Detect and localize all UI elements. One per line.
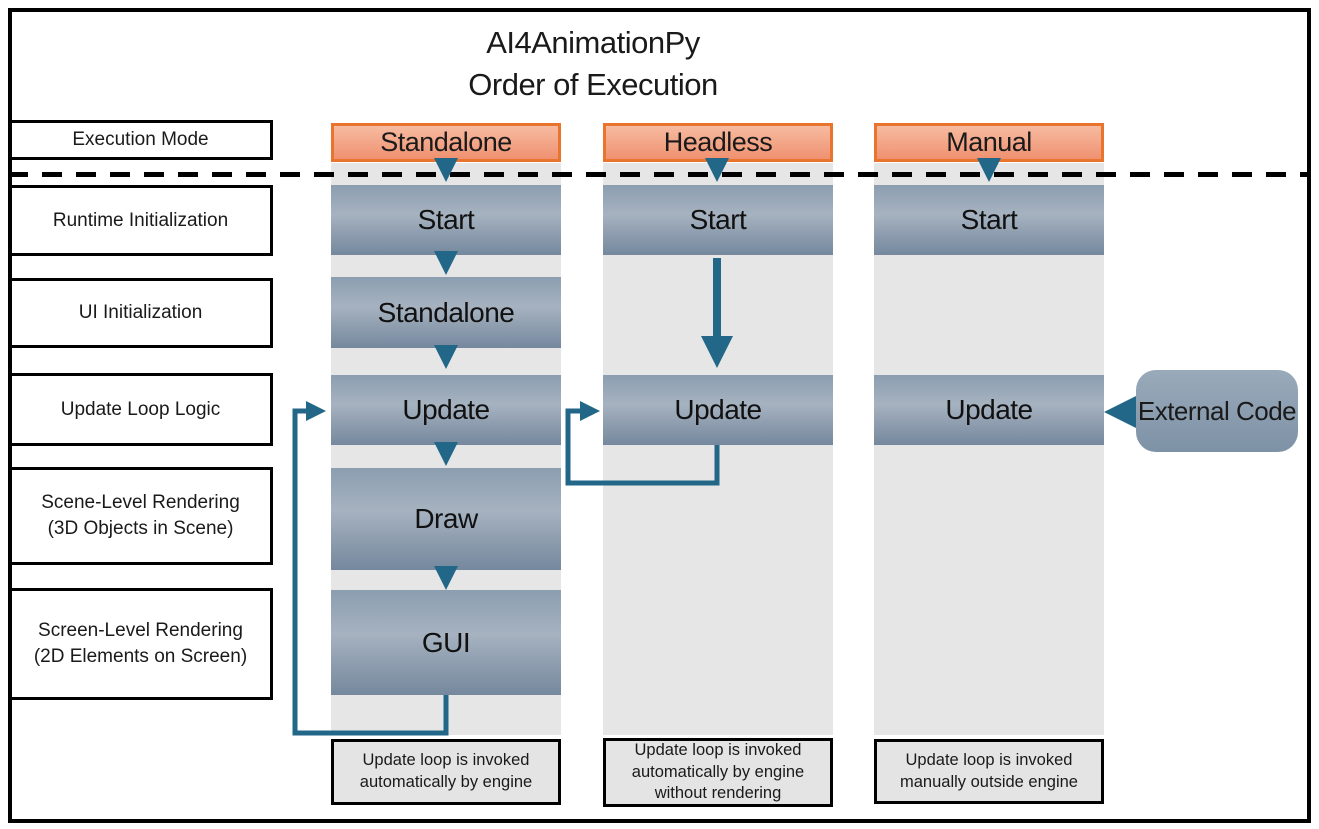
note-headless: Update loop is invoked automatically by … <box>603 738 833 807</box>
lane-manual <box>874 163 1104 735</box>
node-manual-update: Update <box>874 375 1104 445</box>
external-code-box: External Code <box>1136 370 1298 452</box>
node-headless-update: Update <box>603 375 833 445</box>
note-manual: Update loop is invoked manually outside … <box>874 739 1104 804</box>
row-label-update-loop-logic: Update Loop Logic <box>8 373 273 446</box>
node-headless-start: Start <box>603 185 833 255</box>
title-line-2: Order of Execution <box>468 67 718 102</box>
note-standalone: Update loop is invoked automatically by … <box>331 739 561 805</box>
node-standalone-update: Update <box>331 375 561 445</box>
execution-boundary-dashed-line <box>8 172 1311 177</box>
row-label-scene-level-rendering: Scene-Level Rendering (3D Objects in Sce… <box>8 467 273 565</box>
node-standalone-standalone: Standalone <box>331 277 561 348</box>
header-standalone: Standalone <box>331 123 561 162</box>
diagram-title: AI4AnimationPy Order of Execution <box>0 22 1186 106</box>
row-label-runtime-initialization: Runtime Initialization <box>8 185 273 256</box>
row-label-ui-initialization: UI Initialization <box>8 278 273 348</box>
header-manual: Manual <box>874 123 1104 162</box>
row-label-execution-mode: Execution Mode <box>8 120 273 160</box>
node-standalone-gui: GUI <box>331 590 561 695</box>
row-label-screen-level-rendering: Screen-Level Rendering (2D Elements on S… <box>8 588 273 700</box>
node-standalone-start: Start <box>331 185 561 255</box>
title-line-1: AI4AnimationPy <box>486 25 700 60</box>
header-headless: Headless <box>603 123 833 162</box>
node-manual-start: Start <box>874 185 1104 255</box>
node-standalone-draw: Draw <box>331 468 561 570</box>
